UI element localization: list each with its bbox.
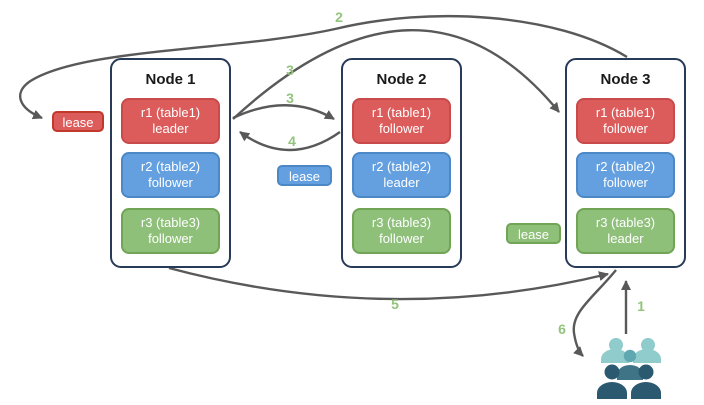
- replica-node2-r2: r2 (table2) leader: [352, 152, 451, 198]
- replica-name: r3 (table3): [371, 215, 432, 230]
- lease-badge-r1: lease: [52, 111, 104, 132]
- arrow-step-4: [239, 131, 341, 152]
- replica-name: r1 (table1): [371, 105, 432, 120]
- step-label-2: 2: [335, 9, 343, 25]
- replica-node1-r1: r1 (table1) leader: [121, 98, 220, 144]
- replica-node2-r3: r3 (table3) follower: [352, 208, 451, 254]
- arrow-step-3-to-node2: [232, 104, 335, 121]
- replica-name: r2 (table2): [595, 159, 656, 174]
- replica-role: follower: [148, 175, 193, 190]
- replica-name: r2 (table2): [371, 159, 432, 174]
- replica-name: r1 (table1): [595, 105, 656, 120]
- replica-node3-r2: r2 (table2) follower: [576, 152, 675, 198]
- step-label-5: 5: [391, 296, 399, 312]
- arrow-step-5: [168, 266, 609, 301]
- step-label-6: 6: [558, 321, 566, 337]
- replica-role: leader: [383, 175, 420, 190]
- node-title: Node 3: [600, 71, 651, 88]
- replica-node1-r3: r3 (table3) follower: [121, 208, 220, 254]
- replica-role: follower: [603, 121, 648, 136]
- arrow-step-6: [572, 269, 617, 357]
- replica-name: r1 (table1): [140, 105, 201, 120]
- replica-name: r2 (table2): [140, 159, 201, 174]
- replica-node1-r2: r2 (table2) follower: [121, 152, 220, 198]
- lease-badge-r2: lease: [277, 165, 332, 186]
- node-title: Node 2: [376, 71, 427, 88]
- step-label-3b: 3: [286, 90, 294, 106]
- replica-role: leader: [607, 231, 644, 246]
- node-2: Node 2 r1 (table1) follower r2 (table2) …: [341, 58, 462, 268]
- node-title: Node 1: [145, 71, 196, 88]
- step-label-3a: 3: [286, 62, 294, 78]
- node-3: Node 3 r1 (table1) follower r2 (table2) …: [565, 58, 686, 268]
- users-icon: [597, 338, 661, 399]
- replica-name: r3 (table3): [140, 215, 201, 230]
- lease-badge-r3: lease: [506, 223, 561, 244]
- replica-node3-r1: r1 (table1) follower: [576, 98, 675, 144]
- step-label-1: 1: [637, 298, 645, 314]
- replica-role: follower: [148, 231, 193, 246]
- step-label-4: 4: [288, 133, 296, 149]
- replica-node2-r1: r1 (table1) follower: [352, 98, 451, 144]
- replica-role: leader: [152, 121, 189, 136]
- node-1: Node 1 r1 (table1) leader r2 (table2) fo…: [110, 58, 231, 268]
- replica-role: follower: [603, 175, 648, 190]
- replica-role: follower: [379, 121, 424, 136]
- replica-name: r3 (table3): [595, 215, 656, 230]
- replica-node3-r3: r3 (table3) leader: [576, 208, 675, 254]
- arrow-step-2: [19, 14, 628, 120]
- replica-role: follower: [379, 231, 424, 246]
- arrow-step-3-to-node3: [232, 29, 560, 120]
